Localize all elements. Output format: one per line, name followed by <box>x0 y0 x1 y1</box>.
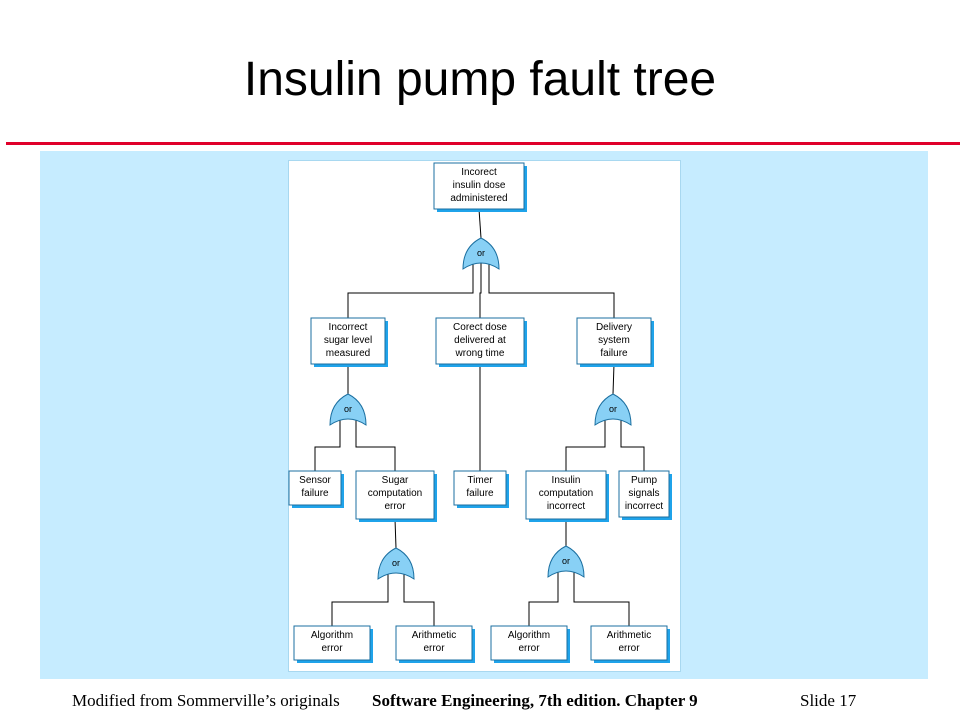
tree-connectors <box>314 208 645 626</box>
or-gate: or <box>462 237 500 270</box>
node-label-line: insulin dose <box>453 180 506 191</box>
slide-title: Insulin pump fault tree <box>243 53 717 106</box>
node-label-line: Arithmetic <box>412 630 456 641</box>
or-gate: or <box>377 547 415 580</box>
fault-node-delivery: Delivery system failure <box>576 317 654 367</box>
gate-label: or <box>609 404 617 414</box>
node-label-line: Algorithm <box>508 630 550 641</box>
fault-node-wrong-time: Corect dose delivered at wrong time <box>435 317 527 367</box>
footer-credit: Modified from Sommerville’s originals <box>72 691 340 710</box>
node-label-line: delivered at <box>454 335 506 346</box>
node-label-line: error <box>518 643 540 654</box>
gate-label: or <box>562 556 570 566</box>
node-label-line: Sensor <box>299 475 331 486</box>
node-label-line: wrong time <box>455 348 505 359</box>
node-label-line: Algorithm <box>311 630 353 641</box>
node-label-line: sugar level <box>324 335 372 346</box>
node-label-line: administered <box>450 193 507 204</box>
node-label-line: Pump <box>631 475 658 486</box>
gate-label: or <box>477 248 485 258</box>
node-label-line: failure <box>466 488 494 499</box>
fault-node-pump: Pump signals incorrect <box>618 470 672 520</box>
fault-node-sugar-comp: Sugar computation error <box>355 470 437 522</box>
fault-node-insulin-comp: Insulin computation incorrect <box>525 470 609 522</box>
fault-node-root: Incorect insulin dose administered <box>433 162 527 212</box>
node-label-line: Incorrect <box>329 322 368 333</box>
node-label-line: Arithmetic <box>607 630 651 641</box>
fault-node-sensor: Sensor failure <box>288 470 344 508</box>
footer-slide-number: Slide 17 <box>800 691 857 710</box>
node-label-line: incorrect <box>547 501 586 512</box>
node-label-line: error <box>321 643 343 654</box>
node-label-line: error <box>618 643 640 654</box>
node-label-line: Incorect <box>461 167 497 178</box>
node-label-line: failure <box>600 348 628 359</box>
node-label-line: error <box>423 643 445 654</box>
node-label-line: Delivery <box>596 322 632 333</box>
gate-label: or <box>392 558 400 568</box>
fault-node-timer: Timer failure <box>453 470 509 508</box>
fault-node-algo1: Algorithm error <box>293 625 373 663</box>
node-label-line: failure <box>301 488 329 499</box>
node-label-line: Insulin <box>552 475 581 486</box>
footer-book: Software Engineering, 7th edition. Chapt… <box>372 691 698 710</box>
node-label-line: computation <box>539 488 593 499</box>
fault-node-arith2: Arithmetic error <box>590 625 670 663</box>
gate-label: or <box>344 404 352 414</box>
title-divider <box>6 142 960 145</box>
tree-nodes: Incorect insulin dose administeredIncorrec… <box>288 162 672 663</box>
fault-node-algo2: Algorithm error <box>490 625 570 663</box>
or-gate: or <box>594 393 632 426</box>
node-label-line: incorrect <box>625 501 664 512</box>
node-label-line: error <box>384 501 406 512</box>
or-gate: or <box>547 545 585 578</box>
node-label-line: Timer <box>467 475 493 486</box>
tree-gates: or or or or or <box>329 237 632 580</box>
fault-node-sugar-level: Incorrect sugar level measured <box>310 317 388 367</box>
node-label-line: measured <box>326 348 370 359</box>
node-label-line: system <box>598 335 630 346</box>
node-label-line: computation <box>368 488 422 499</box>
node-label-line: Sugar <box>382 475 409 486</box>
node-label-line: signals <box>628 488 659 499</box>
or-gate: or <box>329 393 367 426</box>
fault-node-arith1: Arithmetic error <box>395 625 475 663</box>
node-label-line: Corect dose <box>453 322 507 333</box>
